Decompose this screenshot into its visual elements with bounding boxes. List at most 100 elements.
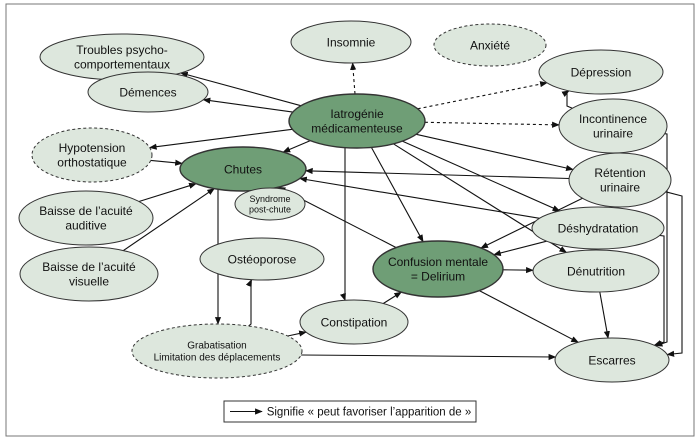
edge-deshydratation-to-escarres bbox=[653, 234, 665, 346]
node-grabatisation-label-2: Limitation des déplacements bbox=[154, 353, 281, 364]
node-depression-shape bbox=[538, 49, 664, 95]
edge-retention-to-escarres bbox=[665, 191, 683, 357]
node-syndrome-shape bbox=[234, 187, 306, 221]
node-retention-label-1: Rétention bbox=[594, 166, 645, 180]
edge-confusion-to-escarres bbox=[479, 290, 579, 343]
node-depression-label-1: Dépression bbox=[571, 65, 632, 79]
node-incontinence-label-2: urinaire bbox=[593, 127, 633, 141]
node-confusion-label-1: Confusion mentale bbox=[388, 255, 488, 269]
node-hypotension-shape bbox=[31, 127, 153, 183]
node-escarres-shape bbox=[554, 337, 670, 383]
node-retention-label-2: urinaire bbox=[600, 181, 640, 195]
node-deshydratation-shape bbox=[531, 206, 665, 250]
node-constipation-label-1: Constipation bbox=[321, 315, 388, 329]
edge-incontinence-to-escarres bbox=[654, 133, 668, 347]
node-confusion-shape bbox=[372, 240, 504, 298]
edge-denutrition-to-escarres bbox=[599, 291, 610, 339]
node-acuite-auditive-label-2: auditive bbox=[65, 219, 107, 233]
node-grabatisation-label-1: Grabatisation bbox=[187, 341, 246, 352]
node-acuite-visuelle-shape bbox=[19, 246, 159, 302]
edge-iatrogenie-to-hypotension bbox=[148, 128, 293, 150]
node-deshydratation-label-1: Déshydratation bbox=[558, 221, 639, 235]
edge-iatrogenie-to-insomnie bbox=[350, 62, 357, 95]
node-insomnie: Insomnie bbox=[290, 20, 412, 64]
node-osteoporose: Ostéoporose bbox=[199, 237, 325, 281]
node-osteoporose-label-1: Ostéoporose bbox=[228, 252, 297, 266]
node-escarres-label-1: Escarres bbox=[588, 353, 635, 367]
edge-iatrogenie-to-constipation bbox=[339, 145, 346, 302]
edge-iatrogenie-to-depression bbox=[417, 81, 548, 110]
node-syndrome-label-2: post-chute bbox=[249, 205, 291, 215]
node-chutes-label-1: Chutes bbox=[224, 162, 262, 176]
node-depression: Dépression bbox=[538, 49, 664, 95]
node-iatrogenie-label-1: Iatrogénie bbox=[330, 107, 384, 121]
node-incontinence-label-1: Incontinence bbox=[579, 112, 647, 126]
node-deshydratation: Déshydratation bbox=[531, 206, 665, 250]
edge-retention-to-confusion bbox=[480, 197, 583, 249]
node-constipation: Constipation bbox=[299, 299, 409, 345]
edge-grabatisation-to-constipation bbox=[287, 330, 307, 337]
node-acuite-auditive-shape bbox=[18, 190, 154, 246]
node-chutes: Chutes bbox=[179, 146, 307, 192]
edge-hypotension-to-chutes bbox=[150, 159, 183, 166]
edge-grabatisation-to-osteoporose bbox=[245, 279, 253, 327]
node-grabatisation-shape bbox=[131, 323, 303, 379]
node-constipation-shape bbox=[299, 299, 409, 345]
node-acuite-visuelle-label-2: visuelle bbox=[69, 275, 109, 289]
node-anxiete-label-1: Anxiété bbox=[470, 38, 510, 52]
node-confusion-label-2: = Delirium bbox=[411, 270, 465, 284]
node-troubles-label-2: comportementaux bbox=[74, 58, 170, 72]
node-demences-shape bbox=[87, 71, 209, 113]
node-demences-label-1: Démences bbox=[119, 85, 176, 99]
node-osteoporose-shape bbox=[199, 237, 325, 281]
node-confusion: Confusion mentale= Delirium bbox=[372, 240, 504, 298]
node-iatrogenie-shape bbox=[288, 93, 426, 149]
edge-constipation-to-confusion bbox=[383, 291, 402, 304]
edge-iatrogenie-to-demences bbox=[202, 97, 293, 113]
edge-retention-to-chutes bbox=[305, 167, 570, 180]
node-hypotension-label-1: Hypotension bbox=[59, 141, 126, 155]
node-insomnie-shape bbox=[290, 20, 412, 64]
node-troubles-label-1: Troubles psycho- bbox=[76, 43, 168, 57]
edge-deshydratation-to-confusion bbox=[493, 240, 547, 256]
edge-acuite-visuelle-to-chutes bbox=[122, 188, 215, 252]
legend-box bbox=[223, 400, 477, 423]
nodes-layer: Troubles psycho-comportementaux Insomnie A… bbox=[18, 20, 672, 383]
node-insomnie-label-1: Insomnie bbox=[327, 35, 376, 49]
node-escarres: Escarres bbox=[554, 337, 670, 383]
edge-grabatisation-to-escarres bbox=[301, 353, 557, 361]
edge-incontinence-to-depression bbox=[561, 90, 573, 109]
node-denutrition-label-1: Dénutrition bbox=[567, 264, 625, 278]
node-acuite-auditive-label-1: Baisse de l’acuité bbox=[39, 204, 133, 218]
node-acuite-visuelle-label-1: Baisse de l’acuité bbox=[42, 260, 136, 274]
node-denutrition-shape bbox=[532, 249, 660, 293]
node-retention-shape bbox=[568, 152, 672, 208]
node-demences: Démences bbox=[87, 71, 209, 113]
edge-iatrogenie-to-troubles bbox=[180, 71, 302, 107]
node-troubles: Troubles psycho-comportementaux bbox=[39, 33, 205, 81]
edge-iatrogenie-to-retention bbox=[416, 133, 574, 171]
edge-iatrogenie-to-incontinence bbox=[424, 121, 560, 128]
node-anxiete: Anxiété bbox=[433, 23, 547, 67]
node-syndrome-label-1: Syndrome bbox=[249, 194, 290, 204]
legend-text: Signifie « peut favoriser l’apparition d… bbox=[267, 407, 472, 419]
node-hypotension-label-2: orthostatique bbox=[57, 156, 127, 170]
node-chutes-shape bbox=[179, 146, 307, 192]
edge-acuite-auditive-to-chutes bbox=[138, 182, 197, 203]
diagram-frame bbox=[5, 3, 695, 437]
node-iatrogenie-label-2: médicamenteuse bbox=[311, 122, 403, 136]
edge-iatrogenie-to-chutes bbox=[282, 140, 311, 153]
node-denutrition: Dénutrition bbox=[532, 249, 660, 293]
legend: Signifie « peut favoriser l’apparition d… bbox=[223, 400, 477, 423]
edge-deshydratation-to-chutes bbox=[299, 176, 540, 219]
